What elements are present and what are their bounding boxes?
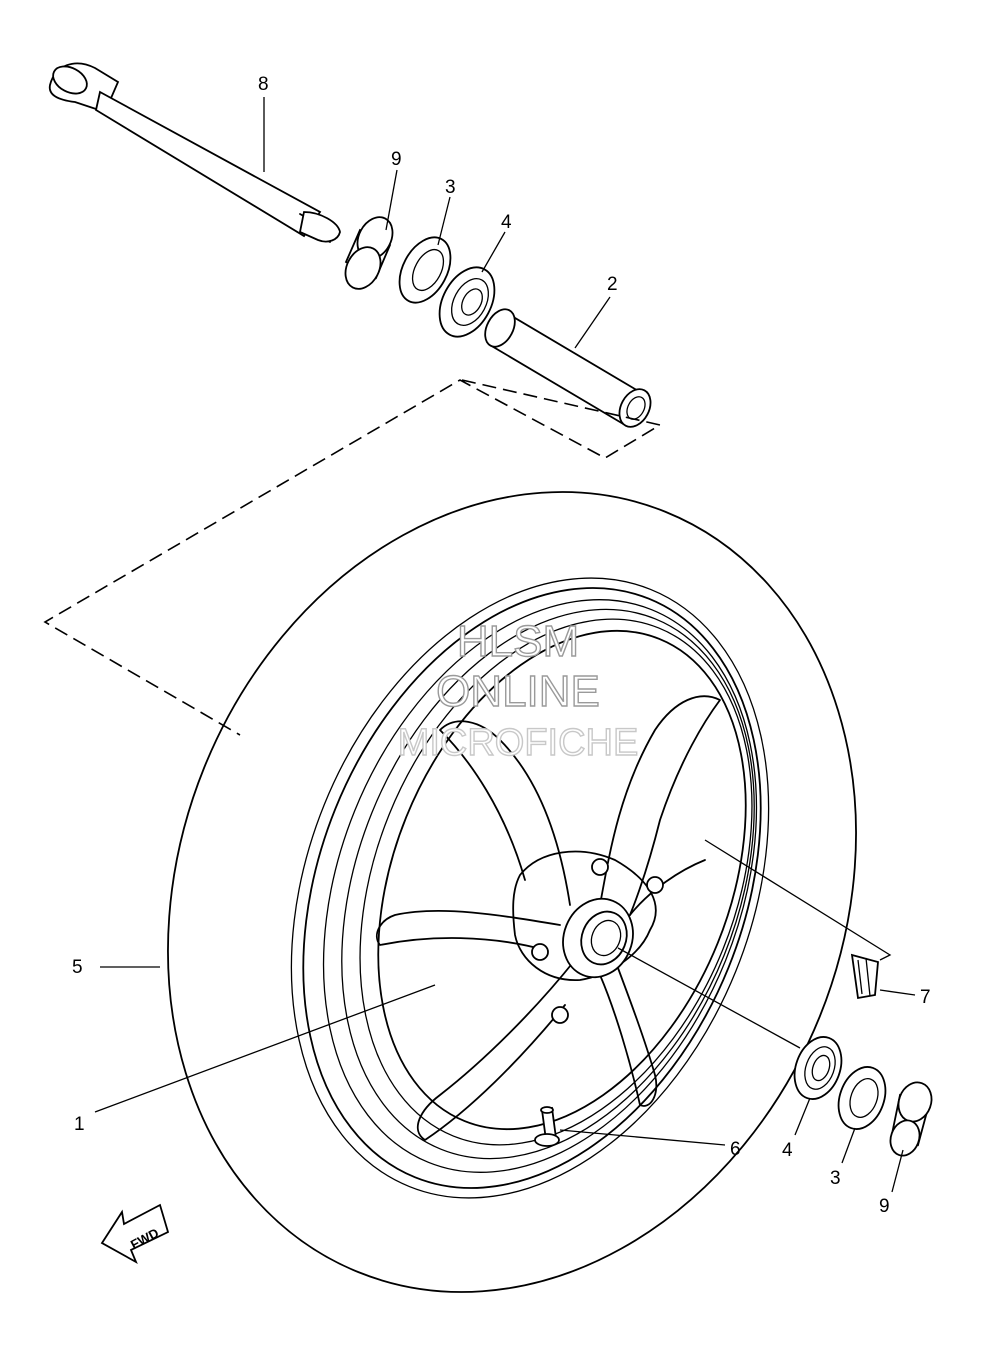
callout-3-seal-bottom: 3 bbox=[830, 1168, 841, 1189]
oil-seal-bottom bbox=[837, 1066, 887, 1130]
callout-2-spacer: 2 bbox=[607, 274, 618, 295]
watermark-line-2: ONLINE bbox=[436, 667, 600, 716]
wheel-hub bbox=[562, 897, 634, 979]
tire-valve bbox=[534, 1106, 560, 1147]
bearing-top bbox=[438, 266, 496, 338]
assembly-guide-outline bbox=[43, 379, 663, 736]
bearing-bottom bbox=[793, 1036, 843, 1100]
callout-7-balance-weight: 7 bbox=[920, 987, 931, 1008]
watermark-line-3: MICROFICHE bbox=[398, 722, 639, 764]
callout-9-collar-bottom: 9 bbox=[879, 1196, 890, 1217]
callout-6-valve: 6 bbox=[730, 1139, 741, 1160]
wheel-spacer bbox=[484, 308, 652, 428]
balance-weight bbox=[850, 953, 879, 1000]
callout-3-seal-top: 3 bbox=[445, 177, 456, 198]
forward-direction-arrow: FWD bbox=[100, 1203, 170, 1265]
callout-8-axle: 8 bbox=[258, 74, 269, 95]
collar-bottom bbox=[889, 1081, 933, 1157]
callout-5-tire: 5 bbox=[72, 957, 83, 978]
collar-top bbox=[344, 216, 394, 290]
wheel-spokes bbox=[375, 695, 721, 1141]
oil-seal-top bbox=[398, 236, 452, 304]
callout-4-bearing-bottom: 4 bbox=[782, 1140, 793, 1161]
leader-lines bbox=[94, 97, 916, 1193]
wheel-rim bbox=[302, 587, 762, 1189]
callout-9-collar-top: 9 bbox=[391, 149, 402, 170]
watermark-line-1: HLSM bbox=[457, 617, 579, 666]
watermark: HLSM ONLINE MICROFICHE bbox=[397, 616, 639, 764]
callout-4-bearing-top: 4 bbox=[501, 212, 512, 233]
tire bbox=[167, 491, 857, 1293]
callout-1-wheel: 1 bbox=[74, 1114, 85, 1135]
axle-shaft bbox=[48, 62, 341, 243]
